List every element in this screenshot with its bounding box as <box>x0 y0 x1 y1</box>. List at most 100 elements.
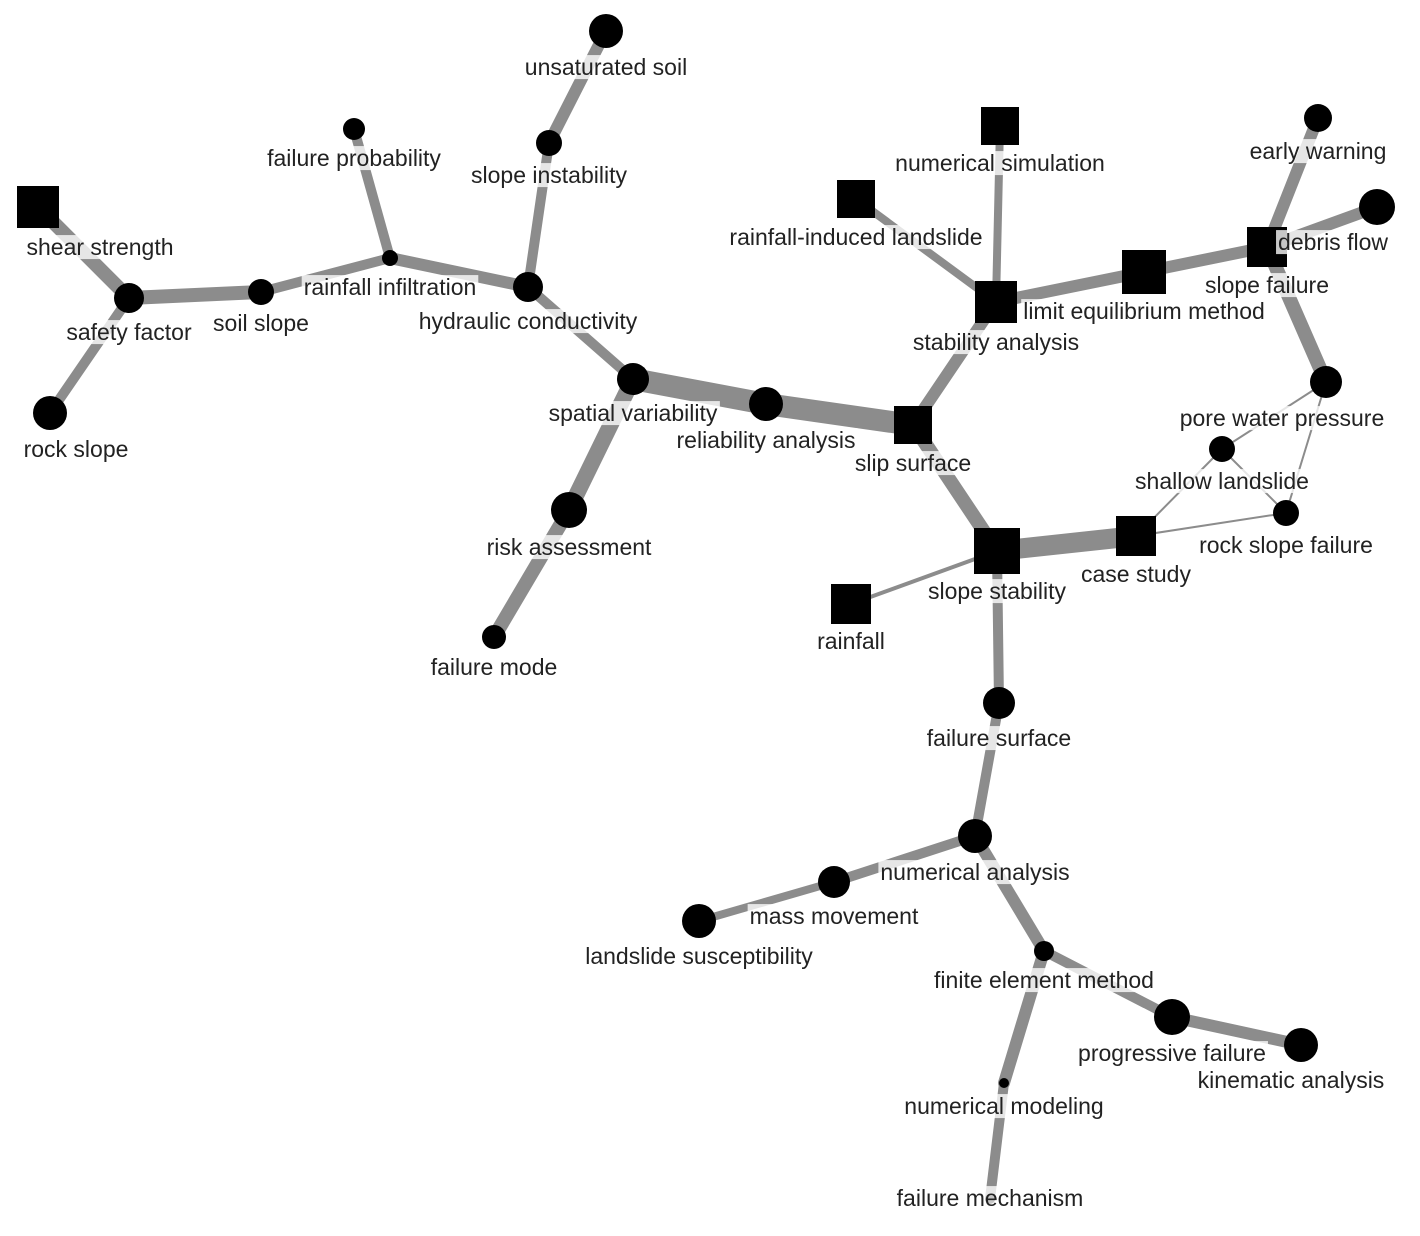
label-group-mass-movement: mass movement <box>747 903 921 929</box>
label-group-failure-surface: failure surface <box>924 725 1074 751</box>
edge-spatial-variability-reliability-analysis <box>622 368 777 415</box>
label-background <box>1247 139 1389 164</box>
edge-rock-slope-safety-factor <box>45 293 134 418</box>
label-group-numerical-analysis: numerical analysis <box>878 859 1072 885</box>
node-label-landslide-susceptibility: landslide susceptibility <box>585 943 813 969</box>
label-group-rainfall: rainfall <box>815 628 887 654</box>
node-safety-factor <box>114 283 144 313</box>
node-label-risk-assessment: risk assessment <box>487 534 652 560</box>
node-label-kinematic-analysis: kinematic analysis <box>1198 1067 1385 1093</box>
node-mass-movement <box>818 866 850 898</box>
label-group-stability-analysis: stability analysis <box>910 329 1082 355</box>
node-label-failure-surface: failure surface <box>927 725 1071 751</box>
label-background <box>1021 299 1267 324</box>
label-group-slip-surface: slip surface <box>852 450 974 476</box>
label-group-slope-stability: slope stability <box>925 578 1069 604</box>
label-background <box>265 146 444 171</box>
label-background <box>925 579 1069 604</box>
edge-spatial-variability-risk-assessment <box>561 371 641 518</box>
label-background <box>894 1186 1086 1211</box>
label-group-reliability-analysis: reliability analysis <box>674 427 858 453</box>
edge-risk-assessment-failure-mode <box>487 503 576 644</box>
node-label-slope-instability: slope instability <box>471 162 627 188</box>
label-background <box>484 535 655 560</box>
label-background <box>1076 1041 1268 1066</box>
node-hydraulic-conductivity <box>513 272 543 302</box>
node-early-warning <box>1304 104 1332 132</box>
label-background <box>878 860 1072 885</box>
label-background <box>583 944 816 969</box>
label-background <box>910 330 1082 355</box>
node-rock-slope-failure <box>1273 500 1299 526</box>
node-label-debris-flow: debris flow <box>1278 229 1388 255</box>
label-group-failure-mode: failure mode <box>428 654 560 680</box>
label-background <box>24 235 176 260</box>
node-risk-assessment <box>551 492 587 528</box>
edge-unsaturated-soil-slope-instability <box>543 25 612 149</box>
label-background <box>747 904 921 929</box>
label-group-shallow-landslide: shallow landslide <box>1133 468 1311 494</box>
edge-rainfall-infiltration-hydraulic-conductivity <box>384 252 534 293</box>
node-rainfall <box>831 584 871 624</box>
node-label-progressive-failure: progressive failure <box>1078 1040 1266 1066</box>
node-label-limit-equilibrium-method: limit equilibrium method <box>1023 298 1265 324</box>
label-background <box>852 451 974 476</box>
node-label-hydraulic-conductivity: hydraulic conductivity <box>419 308 638 334</box>
label-background <box>924 726 1074 751</box>
label-group-rock-slope: rock slope <box>21 436 131 462</box>
edge-safety-factor-soil-slope <box>122 285 268 305</box>
label-background <box>522 55 690 80</box>
node-stability-analysis <box>975 281 1017 323</box>
node-label-shallow-landslide: shallow landslide <box>1135 468 1309 494</box>
node-debris-flow <box>1359 189 1395 225</box>
label-background <box>546 401 720 426</box>
label-background <box>211 311 311 336</box>
edge-slope-stability-case-study <box>987 526 1146 561</box>
edge-soil-slope-rainfall-infiltration <box>256 253 395 297</box>
node-label-mass-movement: mass movement <box>750 903 919 929</box>
label-background <box>301 275 479 300</box>
label-background <box>1197 533 1375 558</box>
node-failure-probability <box>343 118 365 140</box>
edge-progressive-failure-kinematic-analysis <box>1166 1011 1307 1051</box>
label-background <box>1276 230 1391 255</box>
label-group-numerical-simulation: numerical simulation <box>893 150 1107 176</box>
labels-layer: unsaturated soil slope instability failure… <box>21 54 1391 1211</box>
node-slope-instability <box>536 130 562 156</box>
node-shallow-landslide <box>1209 436 1235 462</box>
node-label-rainfall: rainfall <box>817 628 885 654</box>
edge-rainfall-slope-stability <box>849 549 999 606</box>
node-label-rainfall-induced-landslide: rainfall-induced landslide <box>729 224 982 250</box>
node-landslide-susceptibility <box>682 904 716 938</box>
label-group-slope-instability: slope instability <box>469 162 630 188</box>
node-label-failure-mode: failure mode <box>431 654 558 680</box>
node-label-pore-water-pressure: pore water pressure <box>1180 405 1385 431</box>
label-background <box>469 163 630 188</box>
label-background <box>902 1094 1106 1119</box>
label-group-rainfall-infiltration: rainfall infiltration <box>301 274 479 300</box>
node-label-failure-mechanism: failure mechanism <box>897 1185 1084 1211</box>
node-label-numerical-modeling: numerical modeling <box>904 1093 1103 1119</box>
label-background <box>428 655 560 680</box>
node-label-reliability-analysis: reliability analysis <box>677 427 856 453</box>
label-group-rainfall-induced-landslide: rainfall-induced landslide <box>727 224 985 250</box>
edge-mass-movement-landslide-susceptibility <box>695 878 838 925</box>
node-rainfall-induced-landslide <box>837 180 875 218</box>
label-background <box>1079 562 1194 587</box>
label-group-unsaturated-soil: unsaturated soil <box>522 54 690 80</box>
node-numerical-analysis <box>958 819 992 853</box>
edge-reliability-analysis-slip-surface <box>755 393 924 436</box>
edge-slope-stability-failure-surface <box>992 546 1004 708</box>
node-spatial-variability <box>617 363 649 395</box>
label-group-spatial-variability: spatial variability <box>546 400 720 426</box>
node-label-finite-element-method: finite element method <box>934 967 1154 993</box>
label-group-progressive-failure: progressive failure <box>1076 1040 1268 1066</box>
node-unsaturated-soil <box>589 14 623 48</box>
node-label-slope-failure: slope failure <box>1205 272 1329 298</box>
node-failure-mode <box>482 625 506 649</box>
node-progressive-failure <box>1154 999 1190 1035</box>
node-failure-surface <box>983 687 1015 719</box>
label-group-shear-strength: shear strength <box>24 234 176 260</box>
node-label-soil-slope: soil slope <box>213 310 309 336</box>
node-label-slip-surface: slip surface <box>855 450 971 476</box>
